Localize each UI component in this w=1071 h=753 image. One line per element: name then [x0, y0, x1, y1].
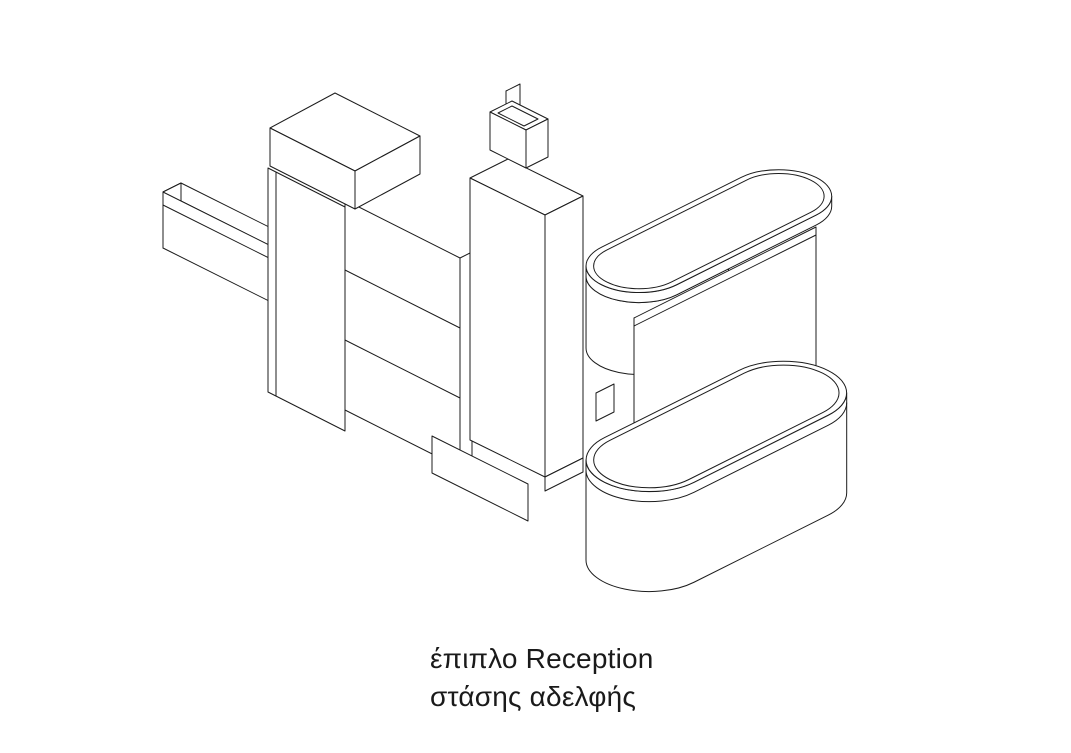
lower-curved-counter [460, 348, 973, 604]
lower-counter-lip-line [573, 371, 860, 514]
back-screen-top-edge-line [633, 234, 817, 327]
main-front-panel-seam-2 [344, 339, 461, 399]
column-foot [544, 457, 584, 492]
column-right-face [544, 195, 584, 478]
channel-right-face [525, 118, 549, 169]
channel-opening [497, 105, 539, 127]
lower-counter-top-face [560, 348, 873, 504]
header-box-right-face [354, 135, 421, 210]
side-panel [267, 167, 346, 432]
bracket-face [595, 383, 615, 422]
upper-counter-top-face [564, 159, 854, 304]
caption-line-2: στάσης αδελφής [430, 681, 637, 712]
kick-panel [431, 435, 584, 522]
upper-counter-top-inset-line [575, 164, 843, 298]
column-left-face [469, 177, 546, 478]
side-panel-face [267, 167, 346, 432]
header-box [269, 92, 421, 210]
main-front-panel-seam-1 [344, 269, 461, 329]
column [469, 158, 584, 478]
caption-line-1: έπιπλο Reception [430, 643, 654, 674]
drawing-caption: έπιπλο Reception στάσης αδελφής [430, 640, 654, 716]
bracket [595, 383, 615, 422]
main-front-panel-face [344, 199, 461, 469]
column-cap-channel [489, 83, 549, 169]
kick-panel-face [431, 435, 529, 522]
lower-counter-top-inset-line [571, 354, 862, 500]
main-front-panel [344, 199, 461, 469]
